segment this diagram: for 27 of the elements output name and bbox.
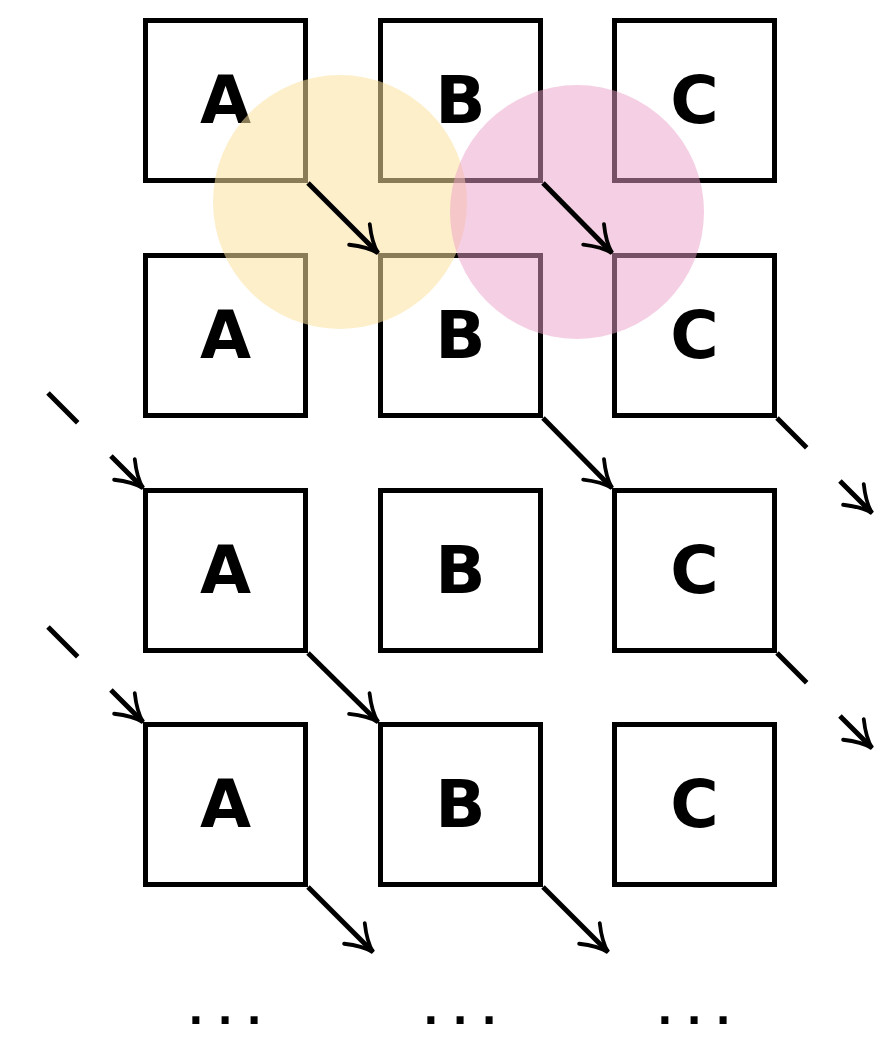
letter-box (378, 18, 543, 183)
letter-box (143, 18, 308, 183)
box-letter: B (435, 67, 486, 134)
ellipsis-dots: · · · (423, 1000, 497, 1040)
box-letter: B (435, 302, 486, 369)
box-letter: A (199, 771, 252, 838)
box-letter: B (435, 771, 486, 838)
letter-box (143, 253, 308, 418)
box-letter: C (670, 67, 719, 134)
letter-box (378, 722, 543, 887)
letter-box (143, 722, 308, 887)
letter-box (612, 722, 777, 887)
box-letter: A (199, 67, 252, 134)
box-letter: C (670, 302, 719, 369)
box-letter: A (199, 537, 252, 604)
box-letter: C (670, 537, 719, 604)
letter-box (612, 18, 777, 183)
box-letter: C (670, 771, 719, 838)
ellipsis-dots: · · · (188, 1000, 262, 1040)
box-letter: A (199, 302, 252, 369)
letter-box (143, 488, 308, 653)
letter-box (378, 253, 543, 418)
letter-box (378, 488, 543, 653)
letter-box (612, 253, 777, 418)
ellipsis-dots: · · · (657, 1000, 731, 1040)
letter-box (612, 488, 777, 653)
box-letter: B (435, 537, 486, 604)
